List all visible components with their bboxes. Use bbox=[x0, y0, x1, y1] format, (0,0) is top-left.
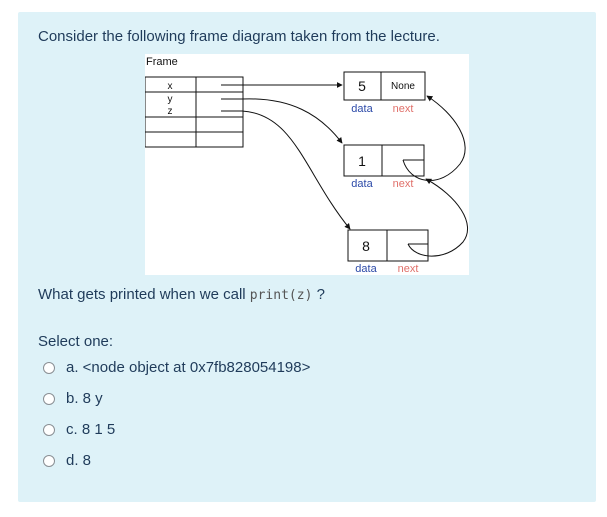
option-b-radio[interactable] bbox=[43, 392, 55, 405]
var-z-label: z bbox=[168, 106, 173, 117]
select-one-label: Select one: bbox=[38, 333, 114, 350]
option-d-label[interactable]: d. 8 bbox=[66, 452, 92, 469]
node-1-value: 1 bbox=[358, 153, 366, 169]
node-8-value: 8 bbox=[362, 238, 370, 254]
option-c-radio[interactable] bbox=[43, 423, 55, 436]
node-1-next-label: next bbox=[393, 178, 414, 190]
node-8-data-label: data bbox=[355, 263, 377, 275]
node-8 bbox=[347, 229, 429, 262]
option-b[interactable]: b. 8 y bbox=[43, 390, 103, 407]
node-5-next-label: next bbox=[393, 103, 414, 115]
option-c-label[interactable]: c. 8 1 5 bbox=[66, 421, 116, 438]
intro-text: Consider the following frame diagram tak… bbox=[38, 28, 440, 45]
node-5-value: 5 bbox=[358, 78, 366, 94]
question-suffix: ? bbox=[316, 286, 325, 303]
question-prefix: What gets printed when we call bbox=[38, 286, 246, 303]
var-x-label: x bbox=[168, 81, 173, 92]
node-5-data-label: data bbox=[351, 103, 373, 115]
node-1-data-label: data bbox=[351, 178, 373, 190]
frame-diagram: Frame x y z 5 None data next 1 data next… bbox=[145, 54, 469, 275]
frame-label: Frame bbox=[146, 56, 178, 68]
var-y-label: y bbox=[168, 94, 173, 105]
option-b-label[interactable]: b. 8 y bbox=[66, 390, 103, 407]
arrow-node-8-next-to-node-1 bbox=[407, 178, 469, 257]
option-a-label[interactable]: a. <node object at 0x7fb828054198> bbox=[66, 359, 311, 376]
frame-table bbox=[145, 76, 244, 148]
reference-stubs bbox=[221, 84, 242, 112]
node-5-next-none: None bbox=[391, 81, 415, 92]
node-8-next-label: next bbox=[398, 263, 419, 275]
option-d-radio[interactable] bbox=[43, 454, 55, 467]
option-d[interactable]: d. 8 bbox=[43, 452, 91, 469]
arrow-z-to-node-8 bbox=[241, 110, 351, 230]
arrow-node-1-next-to-node-5 bbox=[402, 95, 466, 181]
question-code: print(z) bbox=[249, 288, 313, 303]
option-c[interactable]: c. 8 1 5 bbox=[43, 421, 115, 438]
node-5 bbox=[343, 71, 426, 101]
question-text: What gets printed when we call print(z) … bbox=[38, 286, 325, 303]
option-a-radio[interactable] bbox=[43, 361, 55, 374]
arrow-y-to-node-1 bbox=[241, 98, 343, 144]
option-a[interactable]: a. <node object at 0x7fb828054198> bbox=[43, 359, 310, 376]
